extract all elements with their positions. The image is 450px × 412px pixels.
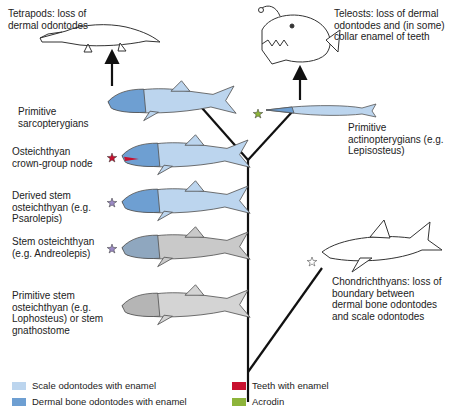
legend-text: Dermal bone odontodes with enamel — [32, 396, 187, 407]
taxon-label: Primitive stem osteichthyan (e.g. Lophos… — [12, 290, 120, 336]
taxon-label: Derived stem osteichthyan (e.g. Psarolep… — [12, 190, 106, 225]
legend-swatch — [12, 398, 26, 406]
taxon-label: Primitive sarcopterygians — [18, 106, 104, 129]
derived-stem-fish-drawing — [122, 181, 250, 221]
taxon-label: Stem osteichthyan (e.g. Andreolepis) — [12, 236, 106, 259]
group-note: Tetrapods: loss of dermal odontodes — [8, 8, 90, 31]
taxon-label: Primitive actinopterygians (e.g. Lepisos… — [348, 122, 446, 157]
legend-swatch — [12, 382, 26, 390]
legend-row: Scale odontodes with enamel — [12, 380, 156, 391]
legend-row: Acrodin — [232, 396, 284, 407]
node-stars — [107, 109, 317, 266]
legend-text: Acrodin — [252, 396, 284, 407]
legend-swatch — [232, 382, 246, 390]
primitive-fish-drawing — [122, 285, 250, 325]
teleost-drawing — [259, 6, 341, 64]
crown-fish-drawing — [122, 135, 250, 175]
legend-swatch — [232, 398, 246, 406]
group-note: Teleosts: loss of dermal odontodes and (… — [334, 8, 446, 43]
legend-row: Teeth with enamel — [232, 380, 329, 391]
chondrichthyan-drawing — [322, 220, 442, 272]
legend-text: Teeth with enamel — [252, 380, 329, 391]
group-note: Chondrichthyans: loss of boundary betwee… — [332, 276, 446, 322]
actinopterygian-drawing — [266, 104, 376, 117]
stem-fish-drawing — [122, 227, 250, 267]
legend-text: Scale odontodes with enamel — [32, 380, 156, 391]
node-label: Osteichthyan crown-group node — [12, 146, 94, 169]
legend-row: Dermal bone odontodes with enamel — [12, 396, 187, 407]
sarcopterygian-drawing — [108, 81, 236, 121]
